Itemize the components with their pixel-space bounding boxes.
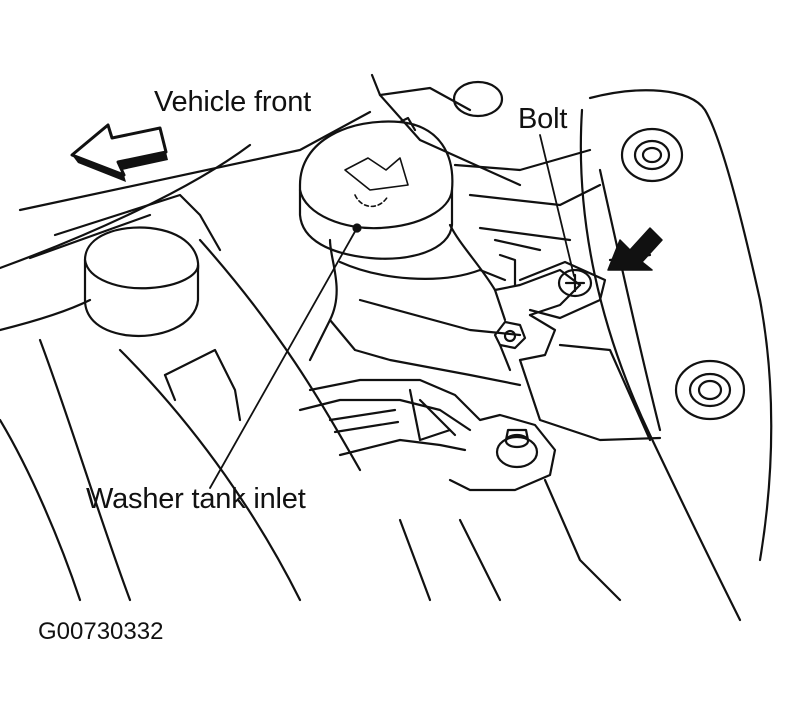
washer-tank-inlet-label: Washer tank inlet xyxy=(86,483,306,515)
filler-neck xyxy=(308,223,582,387)
bolt-fastener xyxy=(518,260,607,320)
grommet-upper xyxy=(620,127,684,183)
washer-tank-inlet-cap xyxy=(298,116,454,260)
grommet-lower xyxy=(674,359,746,421)
leader-line-bolt xyxy=(539,134,575,277)
vehicle-front-label: Vehicle front xyxy=(154,86,311,118)
reservoir-cap xyxy=(53,193,242,422)
leader-lines xyxy=(209,134,575,489)
lower-bracket xyxy=(298,320,557,492)
leader-line-washer-inlet xyxy=(209,227,358,489)
bolt-indicator-arrow-icon xyxy=(607,227,663,271)
access-hole xyxy=(452,80,504,118)
mount-bracket-right xyxy=(493,238,542,287)
vehicle-front-arrow-icon xyxy=(70,123,168,182)
body-panels xyxy=(0,73,773,622)
figure-id: G00730332 xyxy=(38,618,164,645)
bolt-label: Bolt xyxy=(518,103,568,135)
